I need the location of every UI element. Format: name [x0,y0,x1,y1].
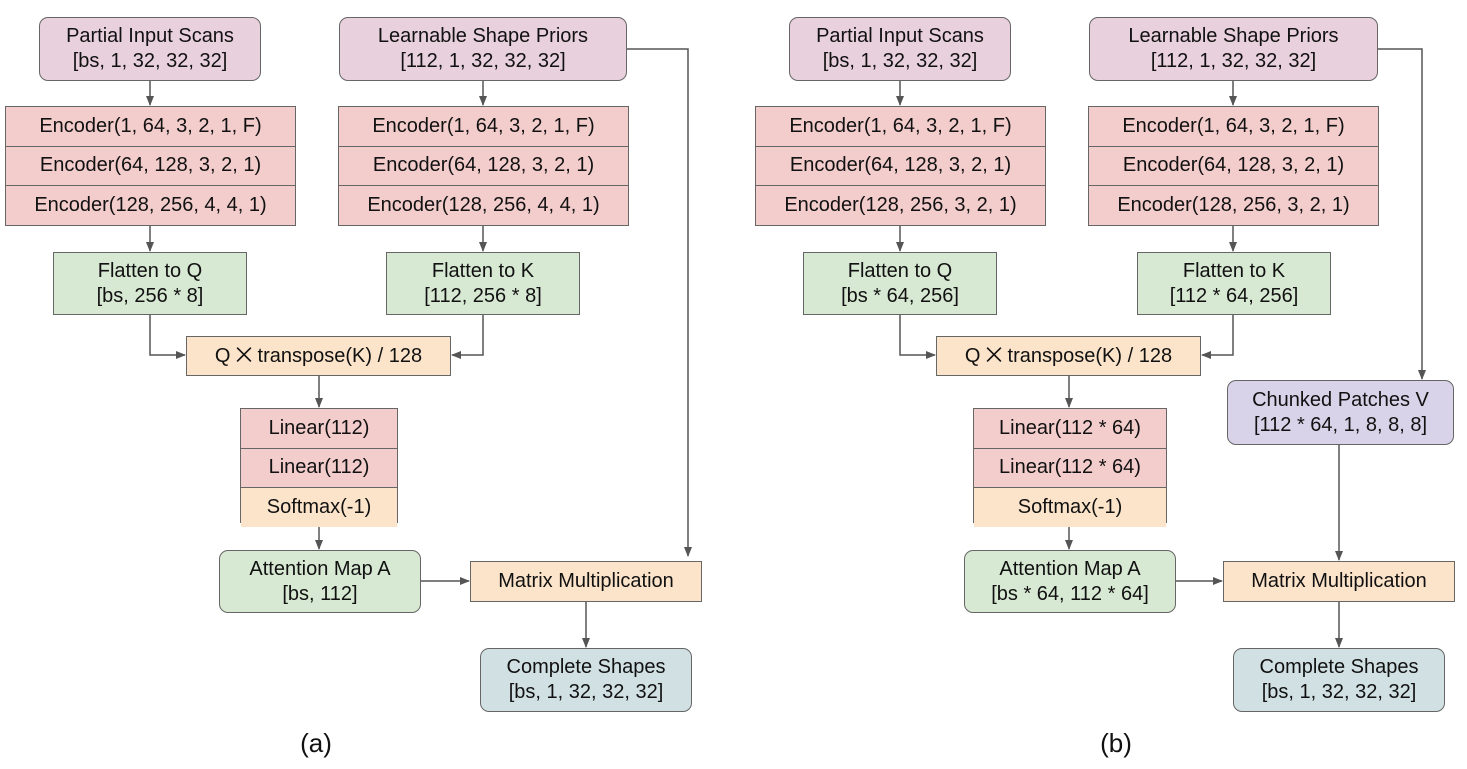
encoder-layer: Encoder(64, 128, 3, 2, 1) [756,147,1045,186]
encoder-layer: Encoder(128, 256, 4, 4, 1) [34,193,267,216]
node-title: Chunked Patches V [1252,388,1429,411]
node-title: Q ⨉ transpose(K) / 128 [214,344,423,367]
node-title: Q ⨉ transpose(K) / 128 [964,344,1173,367]
node-shape: [bs * 64, 112 * 64] [991,582,1149,605]
linear-softmax-stack: Linear(112 * 64) Linear(112 * 64) Softma… [973,408,1167,527]
node-title: Matrix Multiplication [1251,570,1427,592]
linear-softmax-stack: Linear(112) Linear(112) Softmax(-1) [240,408,398,527]
node-shape: [bs, 112] [282,582,358,605]
complete-shapes-node: Complete Shapes [bs, 1, 32, 32, 32] [1233,648,1445,712]
query-encoder-stack: Encoder(1, 64, 3, 2, 1, F) Encoder(64, 1… [5,106,296,226]
arrow-flatten-q-to-qk [899,315,936,359]
node-shape: [112, 1, 32, 32, 32] [1150,50,1317,72]
linear-layer: Linear(112) [241,449,397,488]
flatten-k-node: Flatten to K [112, 256 * 8] [386,252,580,315]
softmax-layer: Softmax(-1) [241,488,397,527]
matrix-multiplication-node: Matrix Multiplication [1223,561,1455,602]
arrow-flatten-k-to-qk [451,315,484,359]
encoder-layer: Encoder(128, 256, 3, 2, 1) [784,193,1017,216]
encoder-layer: Encoder(64, 128, 3, 2, 1) [339,147,628,186]
node-title: Attention Map A [999,557,1141,580]
encoder-layer: Encoder(1, 64, 3, 2, 1, F) [6,107,295,147]
node-title: Learnable Shape Priors [377,25,589,47]
node-shape: [bs, 1, 32, 32, 32] [822,50,978,72]
attention-map-node: Attention Map A [bs, 112] [219,550,421,613]
node-title: Flatten to K [1182,259,1286,282]
learnable-shape-priors-node: Learnable Shape Priors [112, 1, 32, 32, … [1089,17,1378,81]
node-title: Flatten to Q [847,259,953,282]
node-title: Complete Shapes [506,656,666,678]
encoder-layer: Encoder(1, 64, 3, 2, 1, F) [756,107,1045,147]
node-shape: [bs, 1, 32, 32, 32] [508,681,664,703]
node-title: Complete Shapes [1259,656,1419,678]
node-title: Learnable Shape Priors [1128,25,1339,47]
arrow-priors-to-matmul [627,48,692,557]
complete-shapes-node: Complete Shapes [bs, 1, 32, 32, 32] [480,648,692,712]
panel-caption: (a) [300,728,332,758]
query-encoder-stack: Encoder(1, 64, 3, 2, 1, F) Encoder(64, 1… [755,106,1046,226]
node-shape: [bs, 256 * 8] [96,284,204,307]
panel-caption: (b) [1100,728,1132,758]
node-title: Partial Input Scans [66,25,234,47]
arrow-flatten-k-to-qk [1201,315,1234,359]
node-title: Flatten to K [431,259,535,282]
partial-input-scans-node: Partial Input Scans [bs, 1, 32, 32, 32] [789,17,1011,81]
node-shape: [112, 1, 32, 32, 32] [400,50,566,72]
linear-layer: Linear(112 * 64) [974,409,1166,449]
arrow-flatten-q-to-qk [149,315,186,359]
qk-product-node: Q ⨉ transpose(K) / 128 [936,336,1201,376]
encoder-layer: Encoder(64, 128, 3, 2, 1) [6,147,295,186]
encoder-layer: Encoder(1, 64, 3, 2, 1, F) [1089,107,1378,147]
matrix-multiplication-node: Matrix Multiplication [470,561,702,602]
node-title: Flatten to Q [97,259,203,282]
attention-map-node: Attention Map A [bs * 64, 112 * 64] [964,550,1176,613]
encoder-layer: Encoder(1, 64, 3, 2, 1, F) [339,107,628,147]
key-encoder-stack: Encoder(1, 64, 3, 2, 1, F) Encoder(64, 1… [338,106,629,226]
learnable-shape-priors-node: Learnable Shape Priors [112, 1, 32, 32, … [339,17,627,81]
softmax-layer: Softmax(-1) [974,488,1166,527]
chunked-patches-node: Chunked Patches V [112 * 64, 1, 8, 8, 8] [1227,380,1454,445]
node-shape: [112 * 64, 256] [1169,284,1299,307]
node-title: Attention Map A [249,557,391,580]
flatten-k-node: Flatten to K [112 * 64, 256] [1137,252,1331,315]
partial-input-scans-node: Partial Input Scans [bs, 1, 32, 32, 32] [39,17,261,81]
node-shape: [bs, 1, 32, 32, 32] [72,50,228,72]
node-shape: [bs, 1, 32, 32, 32] [1261,681,1417,703]
encoder-layer: Encoder(64, 128, 3, 2, 1) [1089,147,1378,186]
node-title: Partial Input Scans [816,25,984,47]
linear-layer: Linear(112 * 64) [974,449,1166,488]
qk-product-node: Q ⨉ transpose(K) / 128 [186,336,451,376]
node-title: Matrix Multiplication [498,570,674,592]
encoder-layer: Encoder(128, 256, 4, 4, 1) [367,193,600,216]
arrow-priors-to-patches [1378,48,1426,380]
node-shape: [112 * 64, 1, 8, 8, 8] [1253,413,1428,436]
node-shape: [112, 256 * 8] [424,284,542,307]
linear-layer: Linear(112) [241,409,397,449]
encoder-layer: Encoder(128, 256, 3, 2, 1) [1117,193,1350,216]
node-shape: [bs * 64, 256] [841,284,959,307]
flatten-q-node: Flatten to Q [bs * 64, 256] [803,252,997,315]
flatten-q-node: Flatten to Q [bs, 256 * 8] [53,252,247,315]
key-encoder-stack: Encoder(1, 64, 3, 2, 1, F) Encoder(64, 1… [1088,106,1379,226]
